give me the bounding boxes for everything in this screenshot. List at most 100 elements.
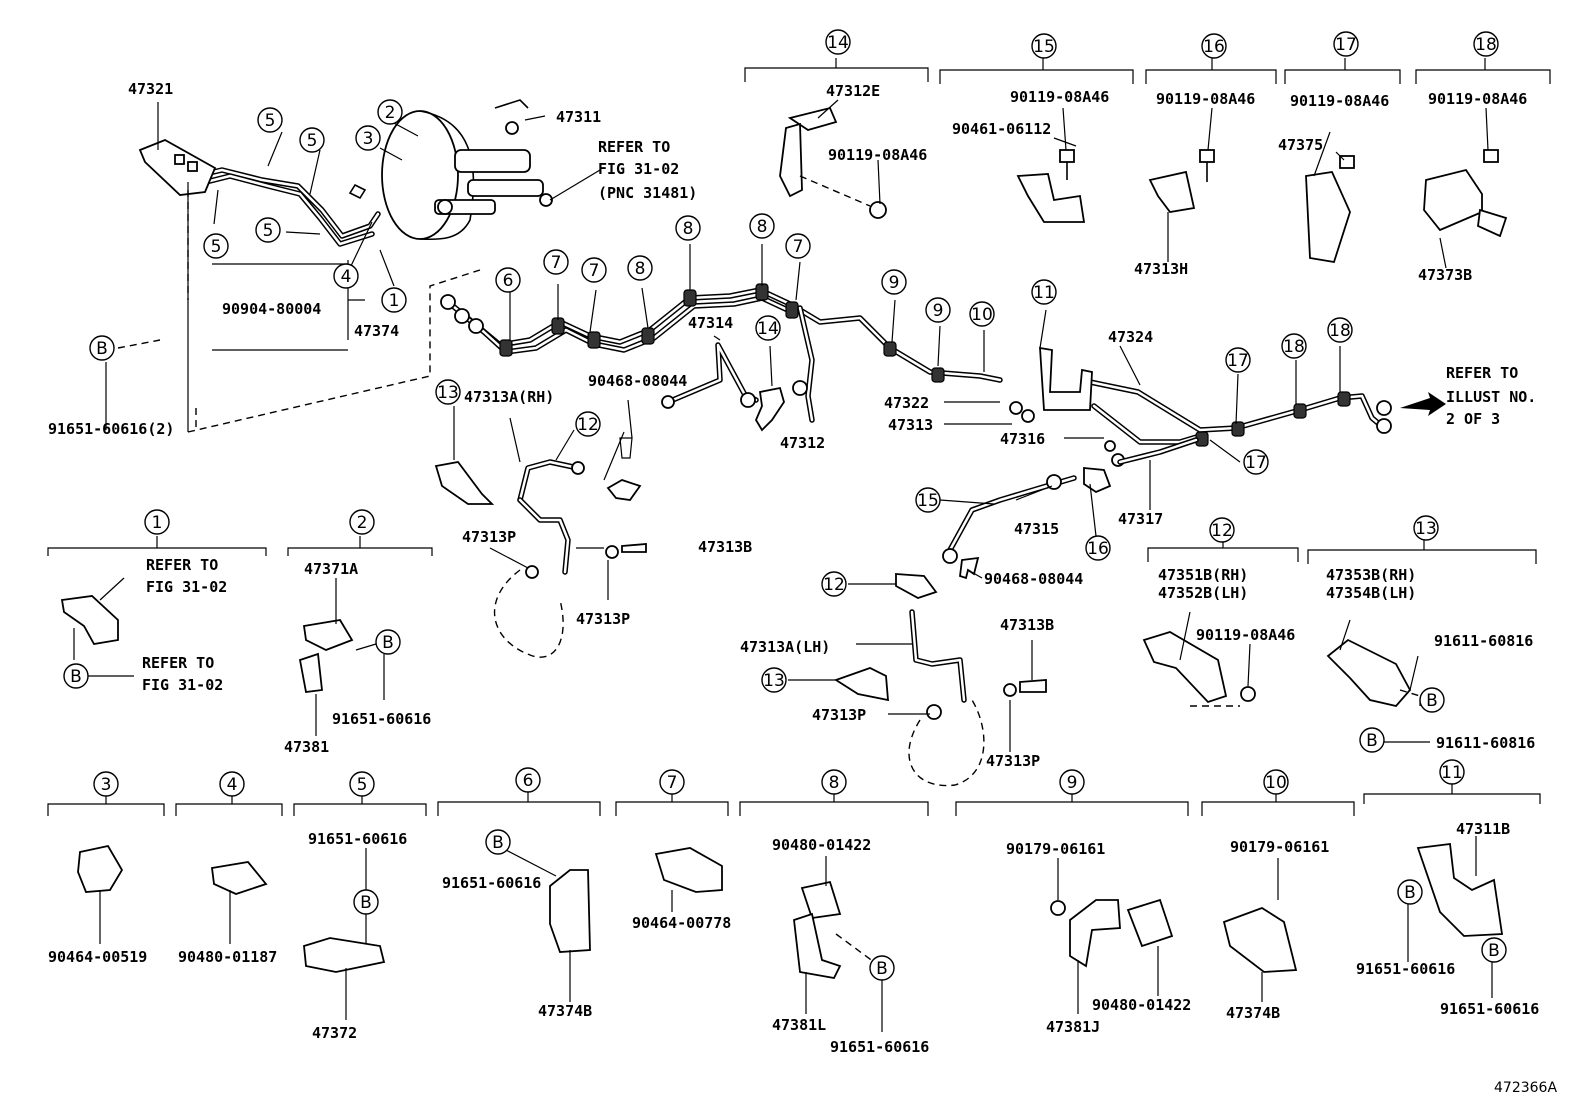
callout-text: 8	[757, 217, 768, 237]
callout-text: 4	[227, 775, 238, 795]
callout-text: 14	[757, 319, 779, 339]
callout-text: 18	[1475, 35, 1497, 55]
callout-16: 16	[1201, 33, 1227, 59]
label-91651-60616-d11a: 91651-60616	[1356, 960, 1455, 978]
callout-text: 12	[1211, 521, 1233, 541]
label-47381: 47381	[284, 738, 329, 756]
label-90464-00778: 90464-00778	[632, 914, 731, 932]
label-47312: 47312	[780, 434, 825, 452]
callout-5: 5	[349, 771, 375, 797]
label-47313a-rh: 47313A(RH)	[464, 388, 554, 406]
main-brake-tube-assembly	[138, 99, 1446, 580]
callout-text: B	[1366, 731, 1378, 751]
callout-text: 9	[933, 301, 944, 321]
label-47373b: 47373B	[1418, 266, 1472, 284]
callout-text: 11	[1033, 283, 1055, 303]
label-90179-06161-a: 90179-06161	[1006, 840, 1105, 858]
detail-brackets-1-11	[47, 536, 1541, 980]
callout-text: 5	[265, 111, 276, 131]
callout-text: B	[492, 833, 504, 853]
label-47311: 47311	[556, 108, 601, 126]
label-47353b-rh: 47353B(RH)	[1326, 566, 1416, 584]
label-91611-60816-b: 91611-60816	[1436, 734, 1535, 752]
callout-12: 12	[575, 411, 601, 437]
label-47313a-lh: 47313A(LH)	[740, 638, 830, 656]
label-90480-01422-b: 90480-01422	[1092, 996, 1191, 1014]
callout-b: B	[353, 889, 379, 915]
callout-18: 18	[1327, 317, 1353, 343]
label-47375: 47375	[1278, 136, 1323, 154]
label-91651-60616-d8: 91651-60616	[830, 1038, 929, 1056]
label-47371a: 47371A	[304, 560, 358, 578]
label-47374: 47374	[354, 322, 399, 340]
callout-17: 17	[1225, 347, 1251, 373]
callout-text: B	[876, 959, 888, 979]
label-47324: 47324	[1108, 328, 1153, 346]
label-refer-illus-line3: 2 OF 3	[1446, 410, 1500, 428]
label-90480-01187: 90480-01187	[178, 948, 277, 966]
callout-17: 17	[1333, 31, 1359, 57]
callout-12: 12	[821, 571, 847, 597]
callout-text: 7	[551, 253, 562, 273]
callout-1: 1	[144, 509, 170, 535]
callout-15: 15	[1031, 33, 1057, 59]
label-90119-08a46-16: 90119-08A46	[1156, 90, 1255, 108]
callout-7: 7	[581, 257, 607, 283]
callout-text: B	[96, 339, 108, 359]
callout-4: 4	[219, 771, 245, 797]
flexible-hose-rh	[434, 437, 647, 658]
callout-text: B	[1488, 941, 1500, 961]
label-91611-60816-a: 91611-60816	[1434, 632, 1533, 650]
label-90468-08044-a: 90468-08044	[588, 372, 687, 390]
callout-text: B	[70, 667, 82, 687]
callout-text: 4	[341, 267, 352, 287]
callout-text: 10	[971, 305, 993, 325]
callout-18: 18	[1473, 31, 1499, 57]
callout-text: 5	[211, 237, 222, 257]
callout-11: 11	[1439, 759, 1465, 785]
callout-text: B	[360, 893, 372, 913]
part-number-labels: 47321 47311 REFER TO FIG 31-02 (PNC 3148…	[48, 80, 1557, 1096]
callout-b: B	[375, 629, 401, 655]
callout-text: 5	[357, 775, 368, 795]
label-47311b: 47311B	[1456, 820, 1510, 838]
callout-7: 7	[543, 249, 569, 275]
callout-text: 14	[827, 33, 849, 53]
callout-8: 8	[675, 215, 701, 241]
label-47351b-rh: 47351B(RH)	[1158, 566, 1248, 584]
callout-text: 7	[667, 773, 678, 793]
label-47381j: 47381J	[1046, 1018, 1100, 1036]
label-90904-80004: 90904-80004	[222, 300, 321, 318]
label-47321: 47321	[128, 80, 173, 98]
callout-text: 15	[917, 491, 939, 511]
callout-text: 17	[1335, 35, 1357, 55]
callout-text: 16	[1203, 37, 1225, 57]
label-90119-08a46-15: 90119-08A46	[1010, 88, 1109, 106]
callout-b: B	[1359, 727, 1385, 753]
callout-b: B	[1481, 937, 1507, 963]
callout-16: 16	[1085, 535, 1111, 561]
callout-17: 17	[1243, 449, 1269, 475]
callout-text: 1	[152, 513, 163, 533]
label-47374b-1: 47374B	[538, 1002, 592, 1020]
callout-text: B	[382, 633, 394, 653]
callout-text: 13	[437, 383, 459, 403]
label-47312e: 47312E	[826, 82, 880, 100]
label-47313b-1: 47313B	[698, 538, 752, 556]
callout-text: 10	[1265, 773, 1287, 793]
callout-text: 15	[1033, 37, 1055, 57]
callout-5: 5	[299, 127, 325, 153]
label-47315: 47315	[1014, 520, 1059, 538]
label-d1-refer-a1: REFER TO	[146, 556, 218, 574]
callout-13: 13	[761, 667, 787, 693]
callout-text: 16	[1087, 539, 1109, 559]
callout-9: 9	[1059, 769, 1085, 795]
callout-text: 12	[823, 575, 845, 595]
callout-text: 13	[763, 671, 785, 691]
label-90480-01422-a: 90480-01422	[772, 836, 871, 854]
callout-text: 7	[793, 237, 804, 257]
label-47317: 47317	[1118, 510, 1163, 528]
brake-booster	[348, 99, 553, 241]
callout-9: 9	[925, 297, 951, 323]
